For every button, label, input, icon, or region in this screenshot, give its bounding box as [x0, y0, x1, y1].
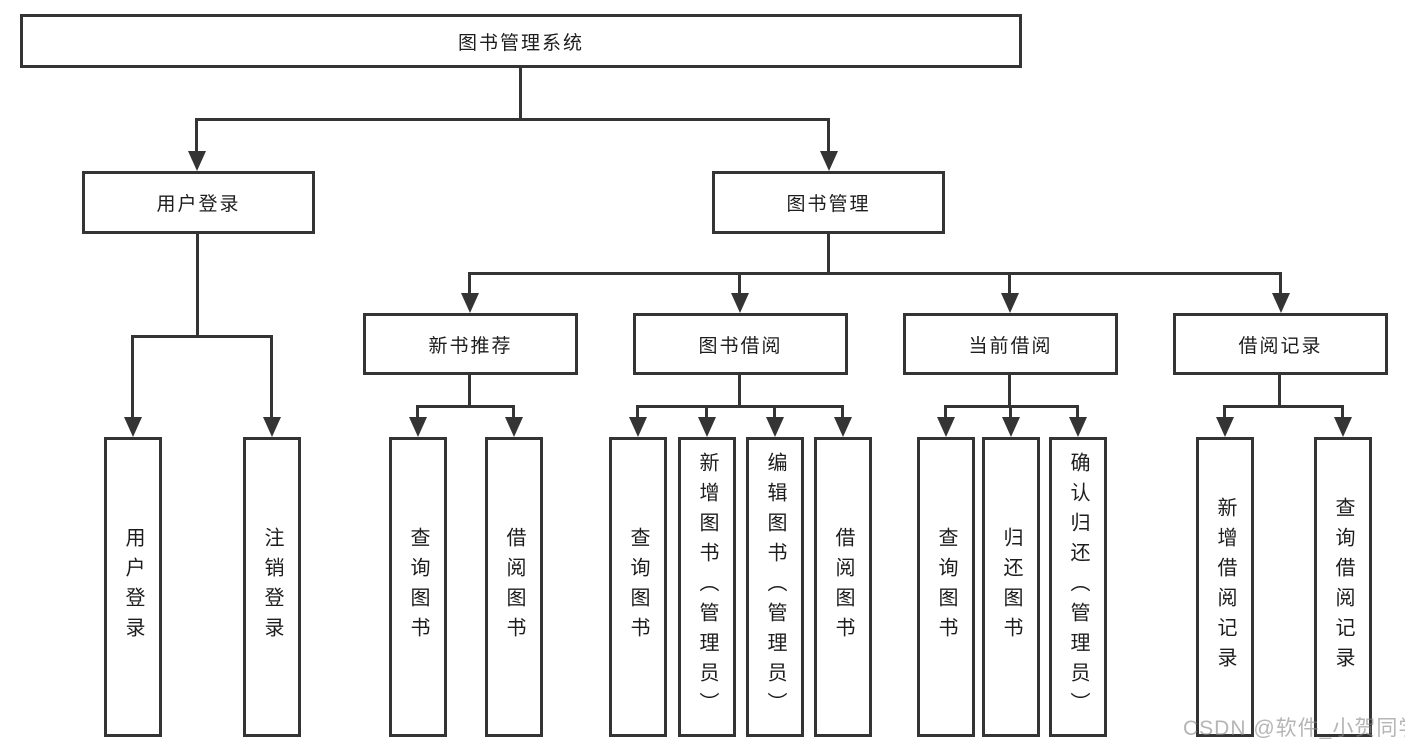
connector-line — [468, 375, 471, 407]
connector-line — [468, 272, 1282, 275]
arrow-down-icon — [937, 417, 955, 437]
connector-line — [416, 405, 515, 408]
connector-line — [416, 405, 419, 420]
connector-line — [512, 405, 515, 420]
leaf-logout: 注销登录 — [243, 437, 301, 737]
arrow-down-icon — [731, 293, 749, 313]
connector-line — [773, 405, 776, 420]
connector-line — [827, 234, 830, 274]
leaf-recommend-borrow-books: 借阅图书 — [485, 437, 543, 737]
connector-line — [519, 68, 522, 120]
arrow-down-icon — [409, 417, 427, 437]
arrow-down-icon — [629, 417, 647, 437]
connector-line — [1279, 272, 1282, 297]
node-book-management: 图书管理 — [712, 171, 945, 234]
leaf-borrow-add-books-admin: 新增图书（管理员） — [678, 437, 736, 737]
connector-line — [468, 272, 471, 297]
node-borrowing-records: 借阅记录 — [1173, 313, 1388, 375]
leaf-recommend-query-books: 查询图书 — [389, 437, 447, 737]
connector-line — [1223, 405, 1344, 408]
connector-line — [1008, 272, 1011, 297]
leaf-current-return-books: 归还图书 — [982, 437, 1040, 737]
leaf-current-query-books: 查询图书 — [917, 437, 975, 737]
connector-line — [738, 375, 741, 407]
arrow-down-icon — [1216, 417, 1234, 437]
connector-line — [827, 118, 830, 155]
arrow-down-icon — [505, 417, 523, 437]
arrow-down-icon — [263, 417, 281, 437]
leaf-records-add-borrow-record: 新增借阅记录 — [1196, 437, 1254, 737]
connector-line — [636, 405, 844, 408]
arrow-down-icon — [124, 417, 142, 437]
arrow-down-icon — [834, 417, 852, 437]
connector-line — [636, 405, 639, 420]
connector-line — [1076, 405, 1079, 420]
leaf-current-confirm-return-admin: 确认归还（管理员） — [1049, 437, 1107, 737]
arrow-down-icon — [698, 417, 716, 437]
arrow-down-icon — [1001, 293, 1019, 313]
leaf-borrow-edit-books-admin: 编辑图书（管理员） — [746, 437, 804, 737]
node-library-management-system: 图书管理系统 — [20, 14, 1022, 68]
connector-line — [1341, 405, 1344, 420]
connector-line — [1278, 375, 1281, 407]
arrow-down-icon — [1069, 417, 1087, 437]
connector-line — [1009, 405, 1012, 420]
node-current-borrowing: 当前借阅 — [903, 313, 1118, 375]
arrow-down-icon — [1272, 293, 1290, 313]
leaf-user-login: 用户登录 — [104, 437, 162, 737]
arrow-down-icon — [1334, 417, 1352, 437]
arrow-down-icon — [1002, 417, 1020, 437]
connector-line — [195, 118, 198, 155]
connector-line — [1223, 405, 1226, 420]
connector-line — [738, 272, 741, 297]
connector-line — [841, 405, 844, 420]
connector-line — [944, 405, 947, 420]
arrow-down-icon — [461, 293, 479, 313]
leaf-borrow-borrow-books: 借阅图书 — [814, 437, 872, 737]
connector-line — [1008, 375, 1011, 407]
connector-line — [195, 118, 830, 121]
arrow-down-icon — [820, 151, 838, 171]
node-new-book-recommendation: 新书推荐 — [363, 313, 578, 375]
connector-line — [196, 234, 199, 337]
arrow-down-icon — [766, 417, 784, 437]
watermark: CSDN @软件_小贺同学 — [1183, 717, 1405, 740]
connector-line — [270, 335, 273, 419]
connector-line — [131, 335, 134, 419]
connector-line — [705, 405, 708, 420]
arrow-down-icon — [188, 151, 206, 171]
node-user-login: 用户登录 — [82, 171, 315, 234]
connector-line — [131, 335, 273, 338]
node-book-borrowing: 图书借阅 — [633, 313, 848, 375]
leaf-records-query-borrow-record: 查询借阅记录 — [1314, 437, 1372, 737]
leaf-borrow-query-books: 查询图书 — [609, 437, 667, 737]
